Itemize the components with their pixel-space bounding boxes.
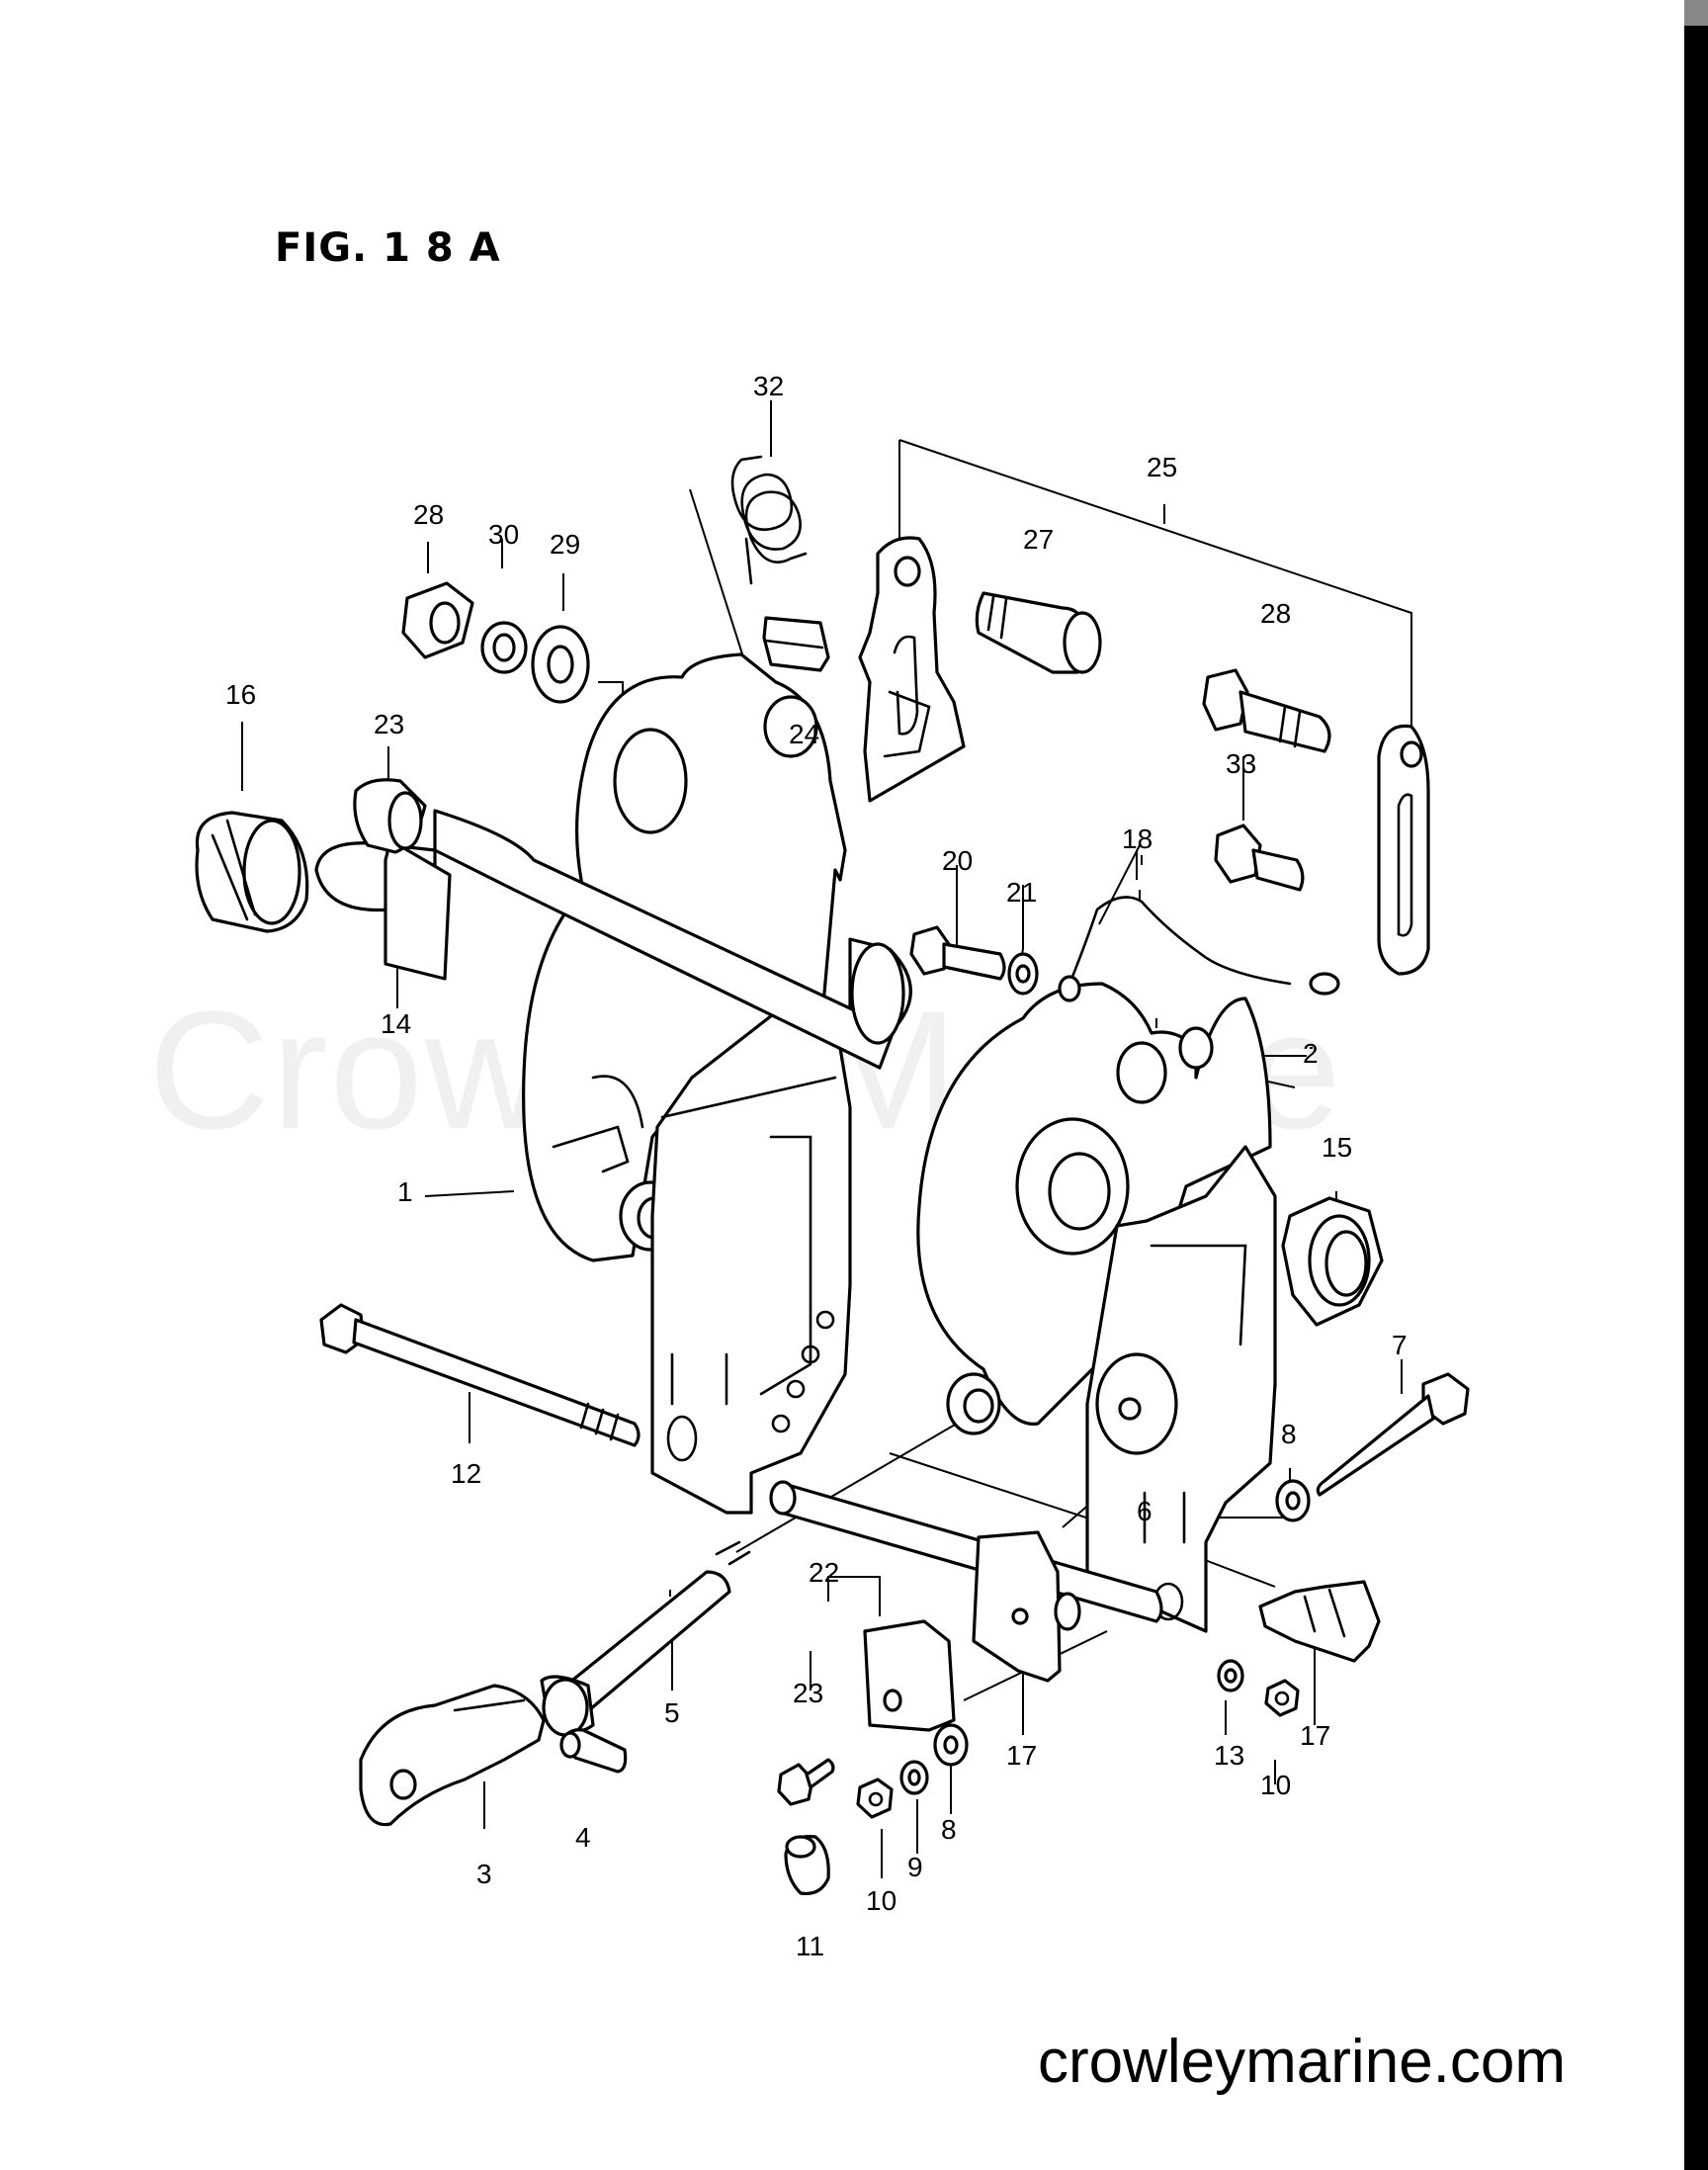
part-18-clip	[1258, 1580, 1381, 1663]
part-7-bolt	[1316, 1372, 1470, 1497]
part-19-ground-wire	[1058, 896, 1340, 1002]
left-stern-plate	[650, 1006, 852, 1515]
part-31-lock-washer	[480, 621, 528, 674]
part-23-bolt	[777, 1758, 835, 1806]
part-33-bolt	[1214, 824, 1305, 892]
callout-28-lower: 28	[1260, 598, 1291, 629]
callout-25: 25	[1147, 452, 1177, 482]
callout-19: 18	[1122, 824, 1153, 854]
part-32-spring	[730, 455, 808, 585]
part-29-nut	[401, 581, 474, 659]
part-11-cap	[784, 1835, 830, 1896]
callout-1: 1	[397, 1176, 413, 1207]
callout-15: 15	[1322, 1132, 1352, 1163]
part-28-pin-upper	[975, 591, 1102, 674]
callout-29: 28	[413, 499, 444, 530]
part-10-nut-right	[1264, 1679, 1300, 1717]
callout-22: 22	[809, 1557, 839, 1588]
part-20-bolt	[909, 925, 1006, 981]
callout-4: 4	[575, 1822, 591, 1853]
part-12-long-bolt	[319, 1303, 640, 1447]
part-22-pad	[863, 1619, 956, 1732]
callout-7: 7	[1392, 1330, 1408, 1360]
callout-23: 23	[793, 1678, 823, 1708]
callout-10-right: 10	[1260, 1770, 1291, 1800]
callout-12: 12	[451, 1458, 481, 1489]
part-2-right-clamp-bracket	[916, 982, 1272, 1435]
callout-8-center: 8	[941, 1814, 957, 1845]
part-21-washer	[1007, 952, 1039, 996]
part-14-tilt-tube	[314, 809, 912, 1070]
part-8-washer-center	[933, 1723, 969, 1767]
part-27-block	[762, 616, 830, 672]
callout-8-right: 8	[1281, 1419, 1297, 1449]
callout-30: 29	[550, 529, 580, 560]
part-13-lock-washer	[1217, 1659, 1244, 1693]
callout-labels: 32 25 28 30 29 27 28 16 23 24 33 18 20 2…	[225, 371, 1408, 1961]
scan-edge-mark	[1684, 0, 1708, 26]
part-5-adjust-rod	[540, 1540, 751, 1737]
part-9-lock-washer	[899, 1760, 929, 1795]
callout-3: 3	[476, 1859, 492, 1889]
callout-18: 17	[1300, 1720, 1330, 1751]
part-15-nut	[1281, 1196, 1384, 1327]
part-24-bushing	[353, 778, 427, 854]
callout-5: 5	[664, 1697, 680, 1728]
callout-20: 20	[942, 845, 973, 876]
scan-edge-bar	[1684, 0, 1708, 2170]
part-10-nut-left	[856, 1778, 894, 1819]
part-28-pin-lower	[1202, 668, 1331, 753]
callout-9: 9	[907, 1852, 923, 1882]
part-3-plate	[359, 1684, 546, 1827]
callout-13: 13	[1214, 1740, 1244, 1771]
callout-14: 14	[381, 1008, 411, 1039]
part-17-pad	[972, 1530, 1081, 1683]
part-8-washer-right	[1275, 1479, 1311, 1522]
callout-21: 21	[1006, 877, 1037, 908]
figure-title: FIG. 1 8 A	[275, 225, 501, 271]
callout-16: 16	[225, 679, 256, 710]
part-4-pin	[559, 1728, 628, 1774]
website-url: crowleymarine.com	[1038, 2028, 1567, 2096]
part-25-slotted-link	[1377, 724, 1430, 976]
callout-17: 17	[1006, 1740, 1037, 1771]
callout-27: 24	[789, 719, 819, 749]
part-25-tilt-plate	[858, 536, 966, 803]
callout-28-upper: 27	[1023, 524, 1054, 555]
callout-10-left: 10	[866, 1885, 897, 1916]
callout-33: 33	[1226, 748, 1256, 779]
callout-24: 23	[374, 709, 404, 739]
callout-2: 2	[1303, 1038, 1319, 1069]
part-30-washer	[531, 625, 590, 704]
callout-31: 30	[488, 519, 519, 550]
callout-11: 11	[796, 1931, 824, 1961]
callout-32: 32	[753, 371, 784, 401]
part-16-cap	[195, 811, 309, 933]
callout-6: 6	[1137, 1496, 1153, 1526]
cross-tube	[769, 1480, 1163, 1623]
